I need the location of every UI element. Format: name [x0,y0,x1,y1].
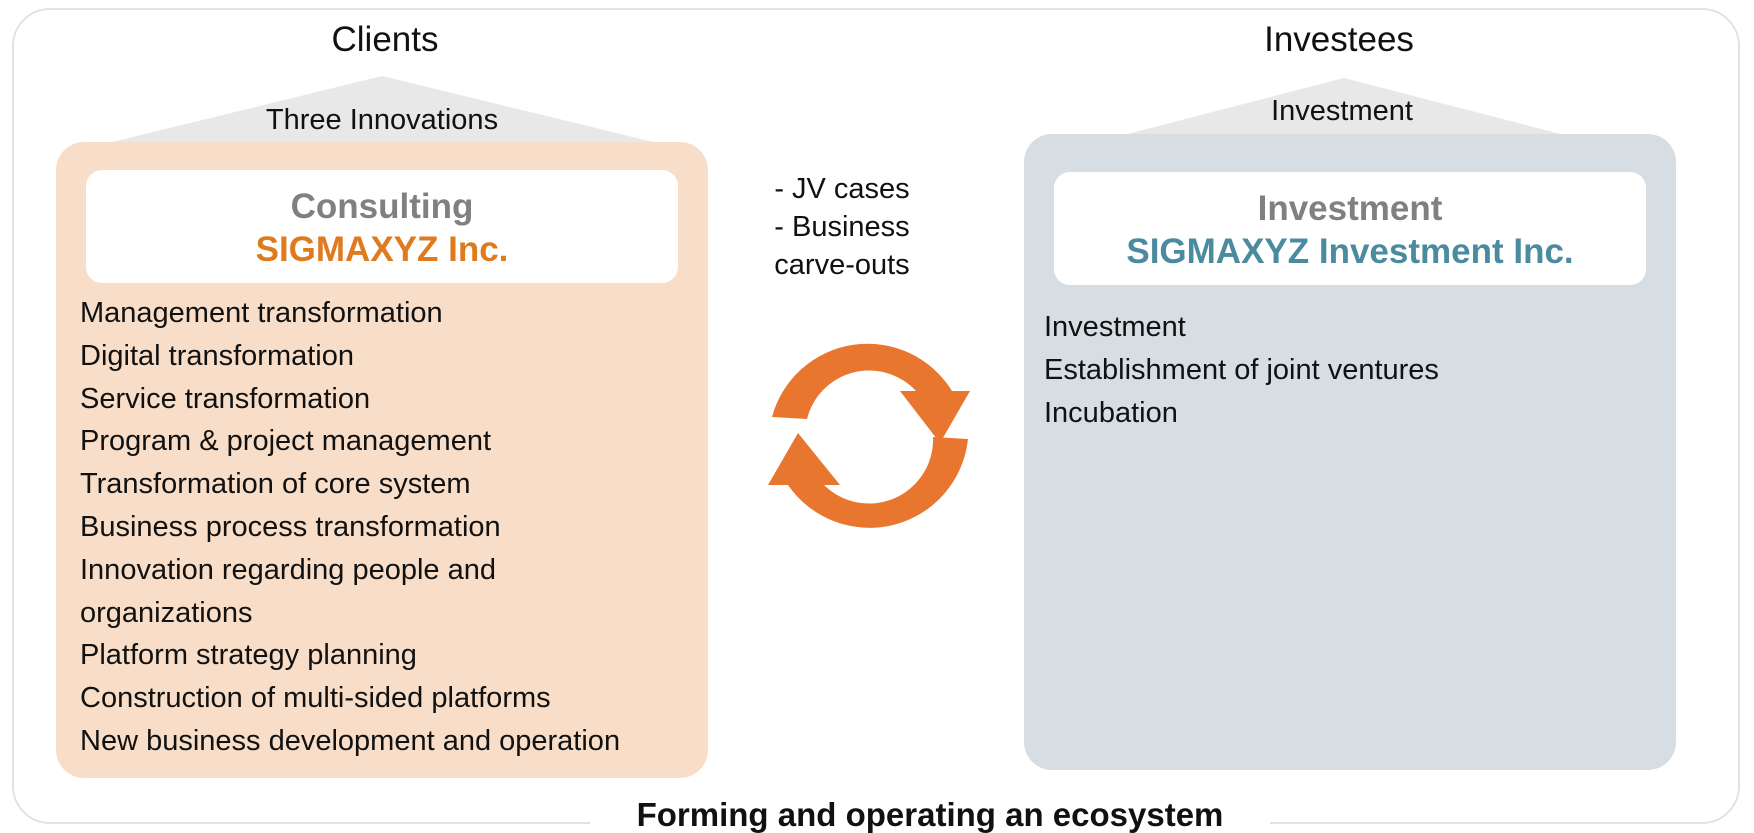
connector-text: - JV cases - Business carve-outs [742,170,942,284]
connector-line: - JV cases [774,173,910,205]
ecosystem-title: Forming and operating an ecosystem [590,798,1270,832]
clients-heading: Clients [331,20,439,59]
list-item: Management transformation [80,297,443,329]
list-item: Establishment of joint ventures [1044,354,1439,386]
consulting-services-list: Management transformation Digital transf… [80,292,700,763]
circular-arrows-icon [768,343,970,528]
list-item: Program & project management [80,425,492,458]
connector-line: carve-outs [774,249,910,281]
clients-roof-label: Three Innovations [265,104,499,136]
consulting-card-title: Consulting [290,187,474,226]
investees-roof [1108,78,1580,139]
consulting-company-name: SIGMAXYZ Inc. [255,230,509,269]
list-item: Investment [1044,311,1186,343]
list-item: Service transformation [80,382,371,415]
investees-roof-label: Investment [1271,95,1413,127]
list-item: Incubation [1044,397,1178,429]
list-item: Business process transformation [80,510,501,543]
list-item: Platform strategy planning [80,639,417,672]
investment-company-name: SIGMAXYZ Investment Inc. [1126,232,1574,271]
investment-card: Investment SIGMAXYZ Investment Inc. [1054,172,1646,285]
connector-line: - Business [774,211,910,243]
list-item: Transformation of core system [80,468,471,501]
list-item: Construction of multi-sided platforms [80,682,551,715]
list-item: organizations [80,596,253,629]
list-item: Innovation regarding people and [80,553,496,586]
investment-services-list: Investment Establishment of joint ventur… [1044,306,1644,435]
clients-roof [100,76,666,145]
investees-heading: Investees [1264,20,1414,59]
consulting-card: Consulting SIGMAXYZ Inc. [86,170,678,283]
list-item: New business development and operation [80,724,621,757]
investment-card-title: Investment [1257,189,1443,228]
list-item: Digital transformation [80,339,354,372]
